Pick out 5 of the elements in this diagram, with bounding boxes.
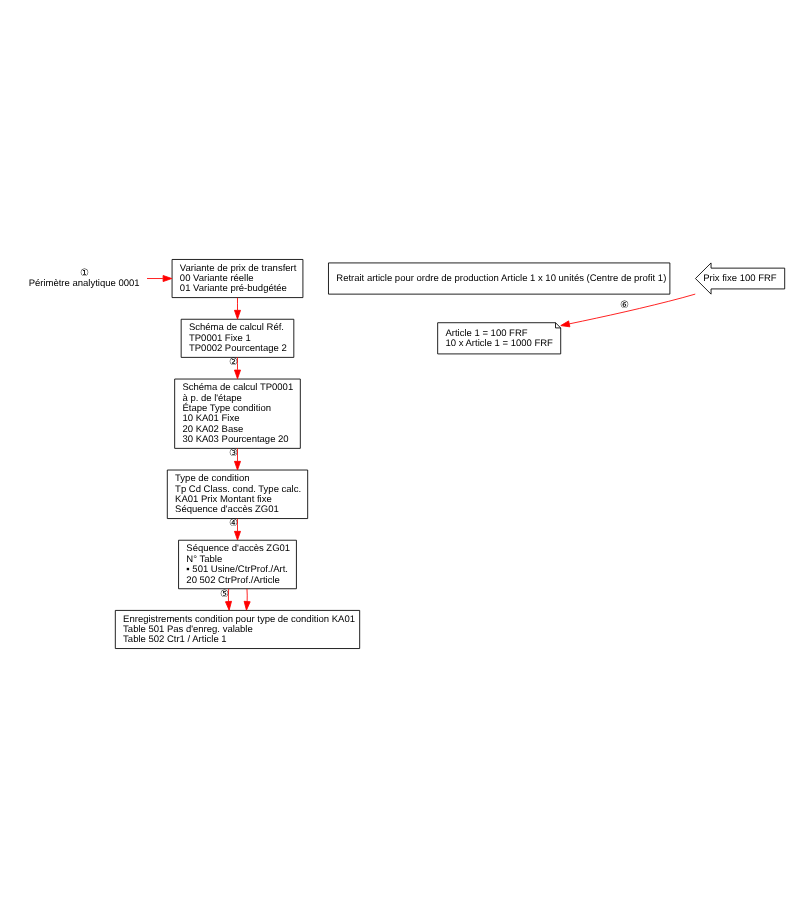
arrow <box>560 292 696 327</box>
arrow <box>146 274 173 281</box>
arrow <box>234 296 241 319</box>
arrow <box>234 447 241 470</box>
arrow <box>243 587 251 610</box>
